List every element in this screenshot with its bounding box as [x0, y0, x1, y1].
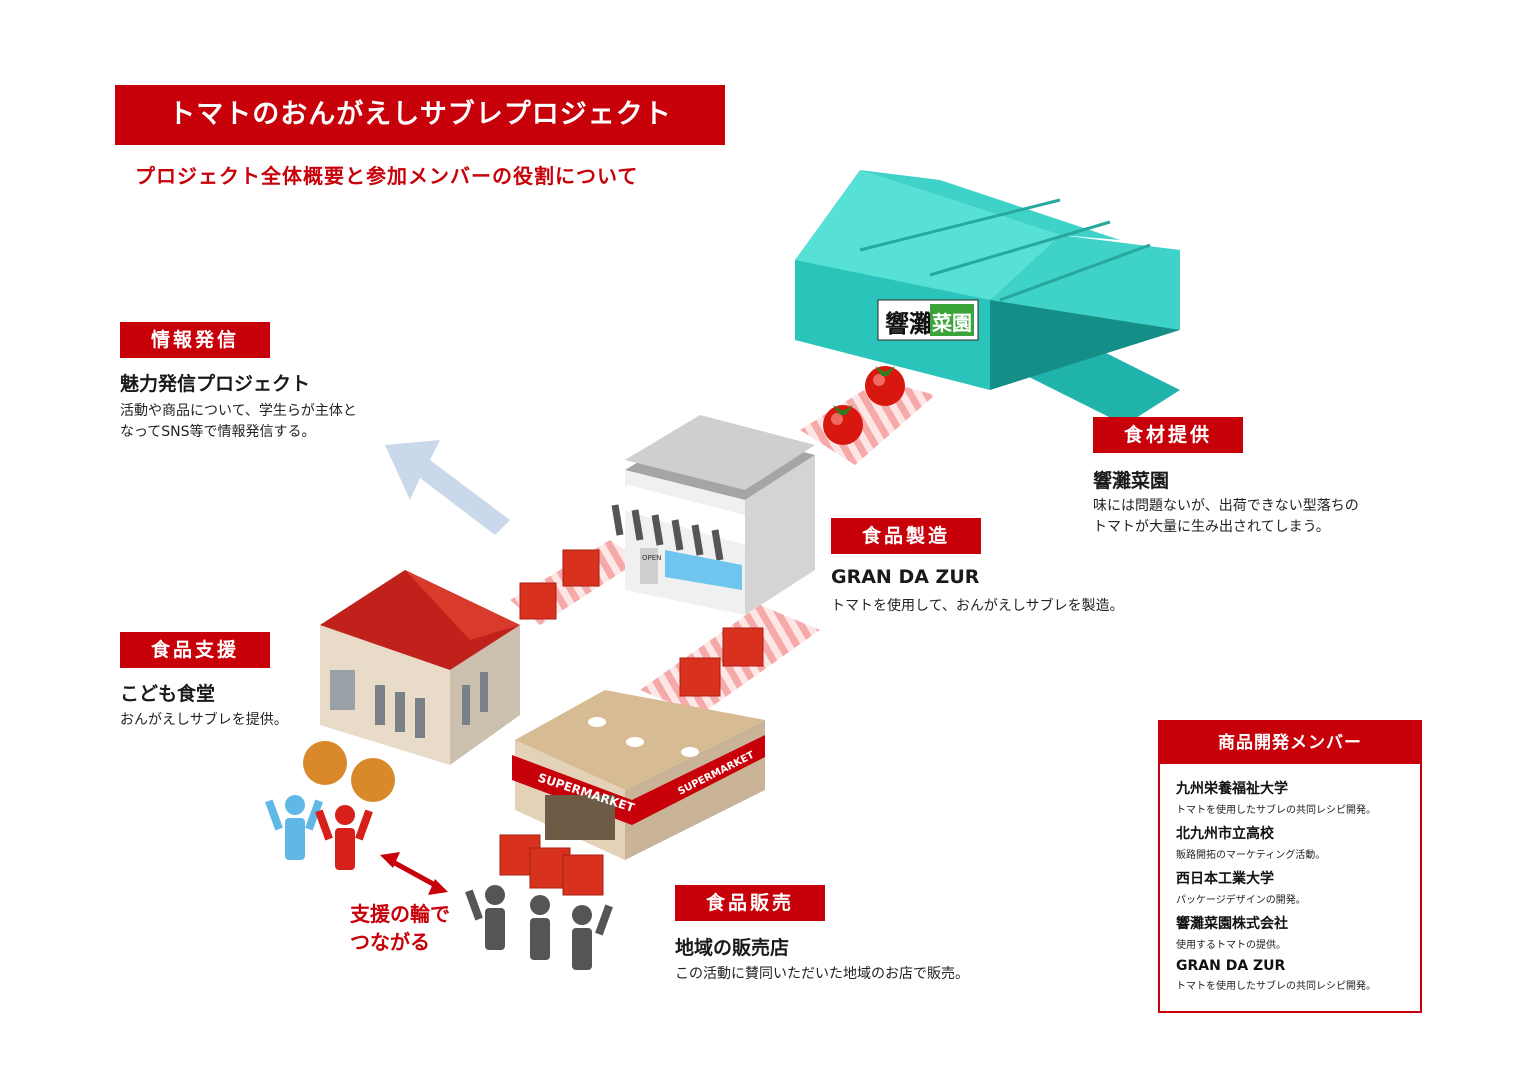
- member-item: 北九州市立高校 販路開拓のマーケティング活動。: [1176, 823, 1412, 861]
- members-box: 商品開発メンバー 九州栄養福祉大学 トマトを使用したサブレの共同レシピ開発。 北…: [1158, 720, 1422, 1013]
- tag-info: 情報発信: [120, 322, 270, 358]
- tag-sales: 食品販売: [675, 885, 825, 921]
- desc-manufacture: トマトを使用して、おんがえしサブレを製造。: [831, 596, 1124, 617]
- page-subtitle: プロジェクト全体概要と参加メンバーの役割について: [135, 160, 735, 189]
- info-arrow: [385, 440, 510, 535]
- desc-info-line2: なってSNS等で情報発信する。: [120, 422, 357, 443]
- heading-aid: こども食堂: [120, 679, 215, 706]
- member-desc: トマトを使用したサブレの共同レシピ開発。: [1176, 801, 1412, 816]
- greenhouse-building: [795, 170, 1180, 425]
- heading-supply: 響灘菜園: [1093, 466, 1169, 493]
- desc-aid: おんがえしサブレを提供。: [120, 710, 288, 731]
- tag-supply: 食材提供: [1093, 417, 1243, 453]
- desc-sales: この活動に賛同いただいた地域のお店で販売。: [675, 964, 969, 985]
- member-item: 九州栄養福祉大学 トマトを使用したサブレの共同レシピ開発。: [1176, 778, 1412, 816]
- member-name: GRAN DA ZUR: [1176, 958, 1412, 974]
- greenhouse-sign-right: 菜園: [931, 311, 972, 335]
- member-name: 響灘菜園株式会社: [1176, 913, 1412, 933]
- member-item: 響灘菜園株式会社 使用するトマトの提供。: [1176, 913, 1412, 951]
- desc-supply: 味には問題ないが、出荷できない型落ちの トマトが大量に生み出されてしまう。: [1093, 496, 1359, 538]
- member-item: GRAN DA ZUR トマトを使用したサブレの共同レシピ開発。: [1176, 958, 1412, 992]
- shop-building: [605, 415, 815, 615]
- members-title: 商品開発メンバー: [1160, 722, 1420, 764]
- member-item: 西日本工業大学 パッケージデザインの開発。: [1176, 868, 1412, 906]
- tag-manufacture: 食品製造: [831, 518, 981, 554]
- heading-manufacture: GRAN DA ZUR: [831, 566, 979, 588]
- desc-info-line1: 活動や商品について、学生らが主体と: [120, 401, 357, 422]
- member-desc: 使用するトマトの提供。: [1176, 936, 1412, 951]
- support-text-line1: 支援の輪で: [350, 900, 450, 928]
- cafeteria-building: [320, 570, 520, 765]
- cookie-icon: [303, 741, 395, 802]
- heading-sales: 地域の販売店: [675, 933, 789, 960]
- member-name: 九州栄養福祉大学: [1176, 778, 1412, 798]
- greenhouse-sign-left: 響灘: [885, 310, 933, 338]
- tag-aid: 食品支援: [120, 632, 270, 668]
- support-text-line2: つながる: [350, 928, 450, 956]
- double-arrow-icon: [380, 852, 448, 895]
- member-desc: パッケージデザインの開発。: [1176, 891, 1412, 906]
- member-desc: 販路開拓のマーケティング活動。: [1176, 846, 1412, 861]
- member-name: 北九州市立高校: [1176, 823, 1412, 843]
- support-text: 支援の輪で つながる: [350, 900, 450, 956]
- desc-info: 活動や商品について、学生らが主体と なってSNS等で情報発信する。: [120, 401, 357, 443]
- page-title: トマトのおんがえしサブレプロジェクト: [115, 85, 725, 145]
- member-name: 西日本工業大学: [1176, 868, 1412, 888]
- shop-open-sign: OPEN: [642, 554, 661, 562]
- desc-supply-line1: 味には問題ないが、出荷できない型落ちの: [1093, 496, 1359, 517]
- member-desc: トマトを使用したサブレの共同レシピ開発。: [1176, 977, 1412, 992]
- heading-info: 魅力発信プロジェクト: [120, 369, 310, 396]
- desc-supply-line2: トマトが大量に生み出されてしまう。: [1093, 517, 1359, 538]
